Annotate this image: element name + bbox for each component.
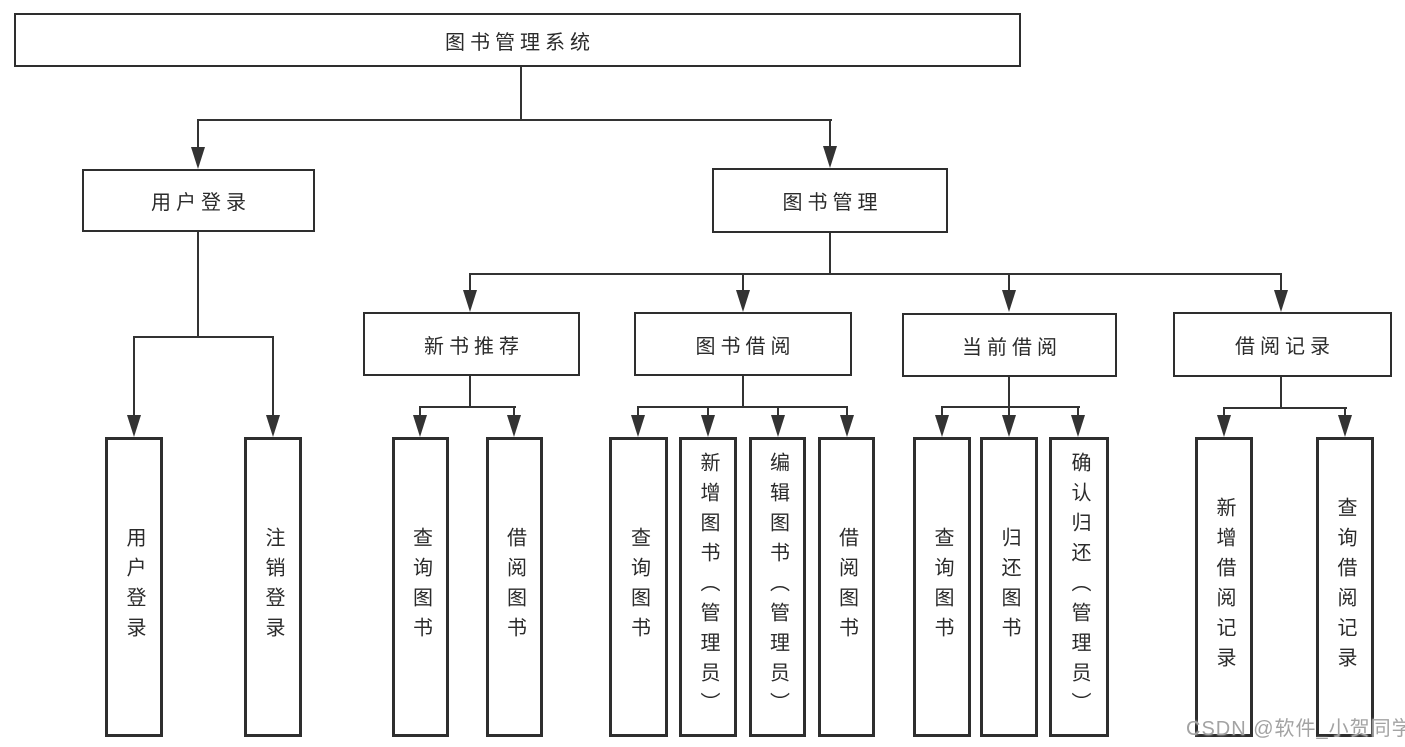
node-label: 当前借阅	[962, 336, 1062, 359]
connector-new-book-stem	[469, 376, 471, 407]
connector-book-borrow-bus	[637, 406, 848, 408]
connector-to-book-borrow	[742, 275, 744, 292]
arrow-down-icon	[1274, 290, 1288, 312]
connector-to-current-borrow	[1008, 275, 1010, 292]
leaf-label: 查询借阅记录	[1334, 497, 1356, 677]
connector-stub	[1344, 409, 1346, 417]
connector-level2-bus	[197, 119, 832, 121]
leaf-label: 注销登录	[262, 527, 284, 647]
node-book-management: 图书管理	[712, 168, 948, 233]
connector-stub	[777, 408, 779, 417]
arrow-down-icon	[1071, 415, 1085, 437]
node-label: 图书管理	[782, 192, 883, 214]
leaf-return-books: 归还图书	[980, 437, 1038, 737]
connector-stub	[513, 408, 515, 417]
connector-to-borrow-records	[1280, 275, 1282, 292]
arrow-down-icon	[771, 415, 785, 437]
arrow-down-icon	[1338, 415, 1352, 437]
arrow-down-icon	[507, 415, 521, 437]
leaf-add-borrow-record: 新增借阅记录	[1195, 437, 1253, 737]
connector-to-leaf-logout	[272, 338, 274, 416]
leaf-label: 查询图书	[627, 527, 650, 647]
connector-to-new-book	[469, 275, 471, 292]
connector-to-leaf-login	[133, 338, 135, 416]
connector-stub	[707, 408, 709, 417]
arrow-down-icon	[935, 415, 949, 437]
connector-borrow-records-stem	[1280, 377, 1282, 407]
csdn-watermark: CSDN @软件_小贺同学	[1186, 718, 1405, 740]
connector-stub	[941, 408, 943, 417]
node-label: 图书管理系统	[445, 31, 595, 54]
node-user-login: 用户登录	[82, 169, 315, 232]
connector-stub	[1077, 408, 1079, 417]
leaf-logout: 注销登录	[244, 437, 302, 737]
leaf-label: 查询图书	[409, 527, 432, 647]
connector-new-book-bus	[419, 406, 516, 408]
arrow-down-icon	[266, 415, 280, 437]
connector-current-borrow-stem	[1008, 377, 1010, 407]
leaf-query-books-current: 查询图书	[913, 437, 971, 737]
node-book-borrowing: 图书借阅	[634, 312, 852, 376]
arrow-down-icon	[127, 415, 141, 437]
leaf-label: 用户登录	[123, 527, 145, 647]
arrow-down-icon	[701, 415, 715, 437]
connector-to-book-management	[829, 121, 831, 149]
connector-user-login-bus	[133, 336, 274, 338]
leaf-label: 借阅图书	[503, 527, 526, 647]
leaf-label: 查询图书	[931, 527, 953, 647]
connector-book-mgmt-stem	[829, 233, 831, 275]
leaf-borrow-books-borrowing: 借阅图书	[818, 437, 875, 737]
leaf-query-books-recommend: 查询图书	[392, 437, 449, 737]
arrow-down-icon	[823, 146, 837, 168]
arrow-down-icon	[736, 290, 750, 312]
connector-stub	[637, 408, 639, 417]
leaf-edit-books-admin: 编辑图书（管理员）	[749, 437, 806, 737]
connector-current-borrow-bus	[941, 406, 1080, 408]
leaf-label: 借阅图书	[835, 527, 858, 647]
connector-to-user-login	[197, 121, 199, 149]
arrow-down-icon	[840, 415, 854, 437]
node-borrowing-records: 借阅记录	[1173, 312, 1392, 377]
leaf-user-login: 用户登录	[105, 437, 163, 737]
node-library-management-system: 图书管理系统	[14, 13, 1021, 67]
node-label: 用户登录	[151, 192, 251, 214]
connector-user-login-stem	[197, 232, 199, 338]
node-label: 借阅记录	[1235, 336, 1335, 358]
node-current-borrowing: 当前借阅	[902, 313, 1117, 377]
arrow-down-icon	[413, 415, 427, 437]
node-label: 新书推荐	[424, 335, 524, 358]
connector-stub	[846, 408, 848, 417]
arrow-down-icon	[191, 147, 205, 169]
leaf-borrow-books-recommend: 借阅图书	[486, 437, 543, 737]
connector-root-stem	[520, 67, 522, 120]
arrow-down-icon	[463, 290, 477, 312]
leaf-label: 归还图书	[998, 527, 1020, 647]
arrow-down-icon	[1217, 415, 1231, 437]
connector-book-borrow-stem	[742, 376, 744, 407]
arrow-down-icon	[1002, 415, 1016, 437]
leaf-query-books-borrowing: 查询图书	[609, 437, 668, 737]
leaf-confirm-return-admin: 确认归还（管理员）	[1049, 437, 1109, 737]
leaf-query-borrow-record: 查询借阅记录	[1316, 437, 1374, 737]
connector-stub	[1223, 409, 1225, 417]
connector-level3-bus	[469, 273, 1282, 275]
connector-borrow-records-bus	[1223, 407, 1347, 409]
node-label: 图书借阅	[695, 335, 796, 358]
leaf-label: 新增图书（管理员）	[697, 452, 719, 722]
node-new-book-recommend: 新书推荐	[363, 312, 580, 376]
leaf-label: 新增借阅记录	[1213, 497, 1235, 677]
connector-stub	[1008, 408, 1010, 417]
connector-stub	[419, 408, 421, 417]
leaf-label: 确认归还（管理员）	[1068, 452, 1090, 722]
leaf-add-books-admin: 新增图书（管理员）	[679, 437, 737, 737]
arrow-down-icon	[1002, 290, 1016, 312]
leaf-label: 编辑图书（管理员）	[766, 452, 789, 722]
arrow-down-icon	[631, 415, 645, 437]
